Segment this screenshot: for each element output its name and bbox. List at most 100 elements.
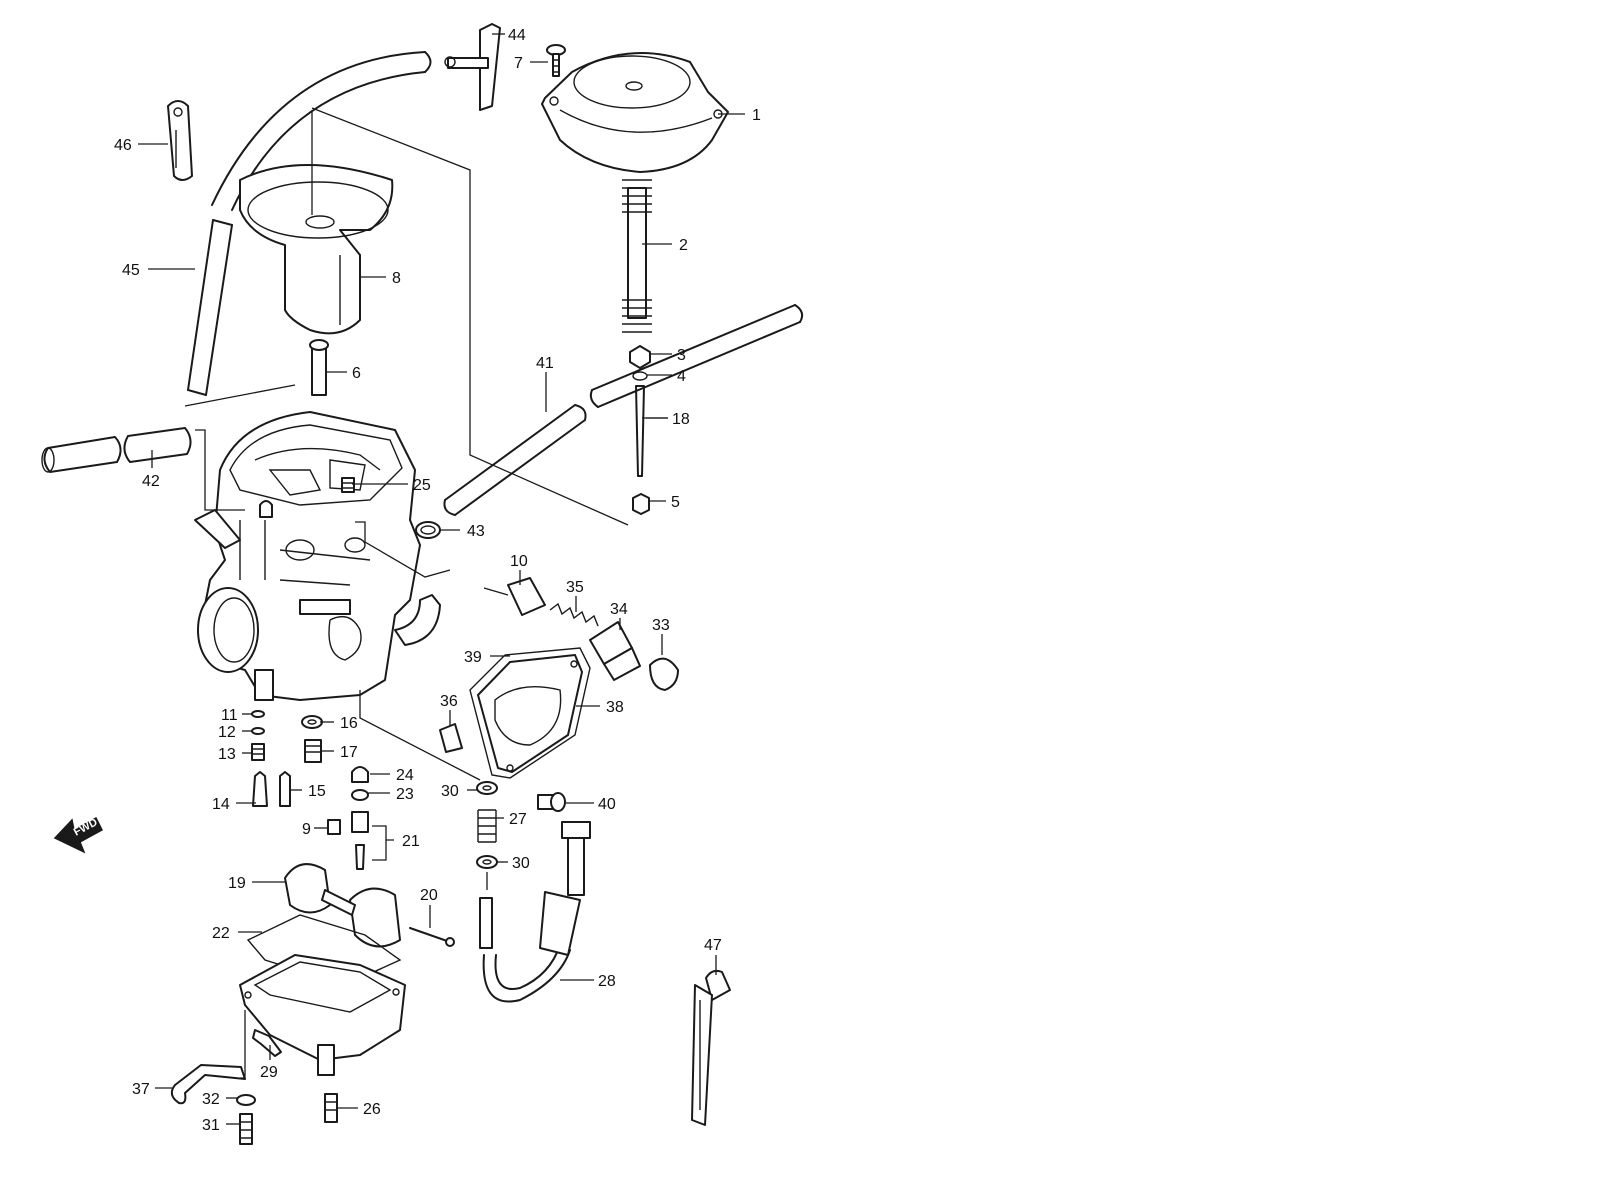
- callout-17: 17: [340, 744, 358, 761]
- callout-32: 32: [202, 1091, 220, 1108]
- callout-20: 20: [420, 887, 438, 904]
- callout-19: 19: [228, 875, 246, 892]
- part-plug-36: [439, 723, 463, 753]
- callout-15: 15: [308, 783, 326, 800]
- callout-14: 14: [212, 796, 230, 813]
- part-gasket-39: [469, 647, 591, 779]
- part-float-bowl: [239, 954, 406, 1076]
- callout-36: 36: [440, 693, 458, 710]
- callout-39: 39: [464, 649, 482, 666]
- callout-27: 27: [509, 811, 527, 828]
- part-hose-41: [443, 304, 804, 516]
- part-float-19: [284, 863, 401, 948]
- part-spring-35: [549, 602, 599, 627]
- assembly-guide-lines: [184, 107, 629, 1079]
- callout-10: 10: [510, 553, 528, 570]
- callout-18: 18: [672, 411, 690, 428]
- callout-5: 5: [671, 494, 680, 511]
- part-screw-14: [252, 771, 268, 807]
- part-washer-32: [236, 1094, 256, 1106]
- callout-3: 3: [677, 347, 686, 364]
- part-cable-28: [479, 821, 591, 1003]
- part-jet-17: [304, 739, 322, 763]
- callout-7: 7: [514, 55, 523, 72]
- part-cover-38: [477, 654, 583, 773]
- part-screw-31: [239, 1113, 253, 1145]
- callout-labels: 1 2 3 4 18 5 6 7 8 9 10 11 12 13 14 15 1…: [114, 27, 761, 1134]
- callout-11: 11: [221, 707, 238, 724]
- part-valve-24: [351, 766, 369, 783]
- part-spring-13: [251, 743, 265, 761]
- callout-13: 13: [218, 746, 236, 763]
- part-clamp-47: [691, 969, 731, 1126]
- part-screw-29: [252, 1029, 282, 1057]
- callout-28: 28: [598, 973, 616, 990]
- callout-42: 42: [142, 473, 160, 490]
- part-screw-7: [546, 44, 566, 77]
- callout-43: 43: [467, 523, 485, 540]
- part-nut-34: [589, 621, 641, 681]
- part-washer-23: [351, 789, 369, 801]
- part-pin-20: [409, 927, 455, 947]
- part-washer-5: [632, 493, 650, 515]
- callout-24: 24: [396, 767, 414, 784]
- callout-12: 12: [218, 724, 236, 741]
- callout-25: 25: [413, 477, 431, 494]
- part-washer-30b: [476, 855, 498, 869]
- part-gasket-22: [246, 914, 402, 986]
- part-needle-valve-21: [351, 811, 369, 870]
- part-screw-40: [537, 792, 566, 812]
- callout-35: 35: [566, 579, 584, 596]
- part-small-12: [251, 727, 265, 735]
- part-screw-9: [327, 819, 341, 835]
- part-o-ring-43: [415, 521, 441, 539]
- callout-16: 16: [340, 715, 358, 732]
- callout-40: 40: [598, 796, 616, 813]
- part-spring: [622, 179, 652, 333]
- callout-47: 47: [704, 937, 722, 954]
- part-jet-needle: [635, 385, 645, 477]
- part-carburetor-body: [194, 411, 441, 701]
- callout-21: 21: [402, 833, 420, 850]
- callout-30a: 30: [441, 783, 459, 800]
- callout-26: 26: [363, 1101, 381, 1118]
- part-screw-26: [324, 1093, 338, 1123]
- callout-23: 23: [396, 786, 414, 803]
- part-top-cap: [541, 52, 729, 173]
- callout-6: 6: [352, 365, 361, 382]
- part-tee-fitting: [444, 23, 501, 111]
- part-plunger-10: [483, 577, 546, 616]
- callout-33: 33: [652, 617, 670, 634]
- callout-44: 44: [508, 27, 526, 44]
- part-cap-33: [649, 657, 679, 691]
- part-small-11: [251, 710, 265, 718]
- callout-38: 38: [606, 699, 624, 716]
- callout-leaders: [138, 33, 745, 1125]
- callout-4: 4: [677, 368, 686, 385]
- callout-9: 9: [302, 821, 311, 838]
- callout-31: 31: [202, 1117, 220, 1134]
- part-jet-holder-6: [309, 339, 329, 396]
- callout-1: 1: [752, 107, 761, 124]
- part-diaphragm-piston: [239, 164, 394, 335]
- callout-41: 41: [536, 355, 554, 372]
- fwd-direction-arrow-icon: [53, 816, 103, 854]
- part-clip-46: [167, 100, 193, 181]
- callout-34: 34: [610, 601, 628, 618]
- part-hose-42: [41, 427, 192, 473]
- part-needle-retainer: [629, 345, 651, 369]
- part-screw-25: [341, 477, 355, 493]
- part-jet-15: [279, 771, 291, 807]
- callout-29: 29: [260, 1064, 278, 1081]
- part-washer-30a: [476, 781, 498, 795]
- callout-30b: 30: [512, 855, 530, 872]
- callout-22: 22: [212, 925, 230, 942]
- part-clip-37: [170, 1064, 246, 1105]
- callout-2: 2: [679, 237, 688, 254]
- callout-45: 45: [122, 262, 140, 279]
- part-oring-16: [301, 715, 323, 729]
- callout-37: 37: [132, 1081, 150, 1098]
- callout-8: 8: [392, 270, 401, 287]
- callout-46: 46: [114, 137, 132, 154]
